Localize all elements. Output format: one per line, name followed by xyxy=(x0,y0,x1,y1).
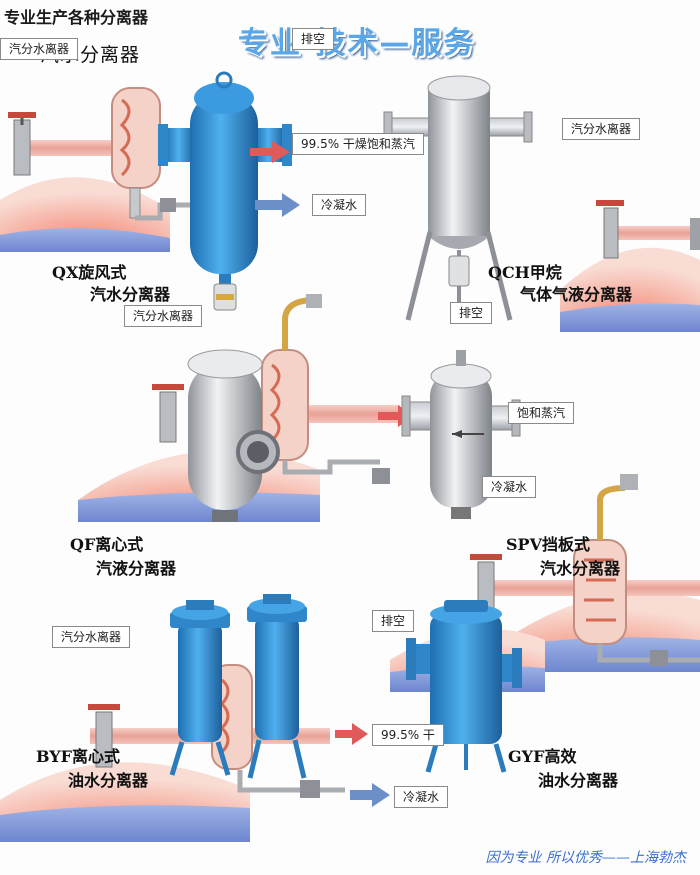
gate-valve-5 xyxy=(88,704,120,768)
caption-qf-model: QF离心式 xyxy=(70,535,144,554)
steam-arrow-5 xyxy=(335,723,368,745)
label-condensate-3: 冷凝水 xyxy=(394,786,449,808)
caption-spv-desc: 汽水分离器 xyxy=(540,559,621,578)
label-steam-water-separator-3: 汽分水离器 xyxy=(52,626,131,648)
caption-byf-model: BYF离心式 xyxy=(36,747,121,766)
steam-arrow-1 xyxy=(250,141,290,163)
boiler-dome-1 xyxy=(0,177,170,252)
steam-trap-1 xyxy=(160,198,176,212)
gate-valve-1 xyxy=(8,112,36,176)
spv-separator xyxy=(573,539,627,645)
label-condensate-2: 冷凝水 xyxy=(482,476,537,498)
vent-valve-3 xyxy=(306,294,322,308)
byf-separator-b xyxy=(247,594,307,779)
label-saturated-steam-2: 饱和蒸汽 xyxy=(508,402,575,424)
label-steam-water-separator-1: 汽分水离器 xyxy=(562,118,641,140)
label-condensate-1: 冷凝水 xyxy=(312,194,367,216)
caption-gyf-desc: 油水分离器 xyxy=(538,771,619,790)
trap-line-5 xyxy=(237,770,345,793)
caption-qx-desc: 汽水分离器 xyxy=(90,285,171,304)
top-title: 专业生产各种分离器 xyxy=(4,8,149,27)
footer-slogan: 因为专业 所以优秀——上海勃杰 xyxy=(485,850,686,866)
banner-slogan: 专业·技术—服务 xyxy=(238,26,476,61)
vent-line-4 xyxy=(597,485,626,540)
caption-gyf-model: GYF高效 xyxy=(508,747,577,766)
label-vent-1: 排空 xyxy=(292,28,335,50)
steam-trap-4 xyxy=(650,650,668,666)
boiler-dome-5 xyxy=(0,762,250,842)
caption-qch-model: QCH甲烷 xyxy=(488,263,562,282)
caption-qch-desc: 气体气液分离器 xyxy=(520,285,633,304)
label-dry-steam-3: 99.5% 干 xyxy=(372,724,444,746)
qf-separator xyxy=(187,349,280,522)
flange-2 xyxy=(690,218,700,250)
small-separator-1 xyxy=(111,87,161,189)
caption-qf-desc: 汽液分离器 xyxy=(96,559,177,578)
label-steam-water-separator-2: 汽分水离器 xyxy=(124,305,203,327)
steam-trap-5 xyxy=(300,780,320,798)
label-steam-water-separator-top: 汽分水离器 xyxy=(0,38,79,60)
label-vent-2: 排空 xyxy=(450,302,493,324)
vent-valve-4 xyxy=(620,474,638,490)
steam-trap-3 xyxy=(372,468,390,484)
gate-valve-2 xyxy=(596,200,624,259)
byf-separator-a xyxy=(169,600,231,776)
label-dry-steam-1: 99.5% 干燥饱和蒸汽 xyxy=(292,133,424,155)
boiler-dome-2 xyxy=(560,247,700,332)
condensate-arrow-1 xyxy=(255,193,300,217)
steam-pipe-2 xyxy=(610,226,700,240)
gyf-separator xyxy=(406,600,522,773)
gate-valve-3 xyxy=(152,384,184,443)
caption-qx-model: QX旋风式 xyxy=(52,263,127,282)
caption-byf-desc: 油水分离器 xyxy=(68,771,149,790)
drain-pipe-1 xyxy=(129,187,141,219)
qch-separator xyxy=(383,75,533,322)
trap-line-3 xyxy=(282,459,380,475)
condensate-arrow-5 xyxy=(350,783,390,807)
label-vent-3: 排空 xyxy=(372,610,415,632)
caption-spv-model: SPV挡板式 xyxy=(506,535,591,554)
qx-separator xyxy=(158,71,292,311)
